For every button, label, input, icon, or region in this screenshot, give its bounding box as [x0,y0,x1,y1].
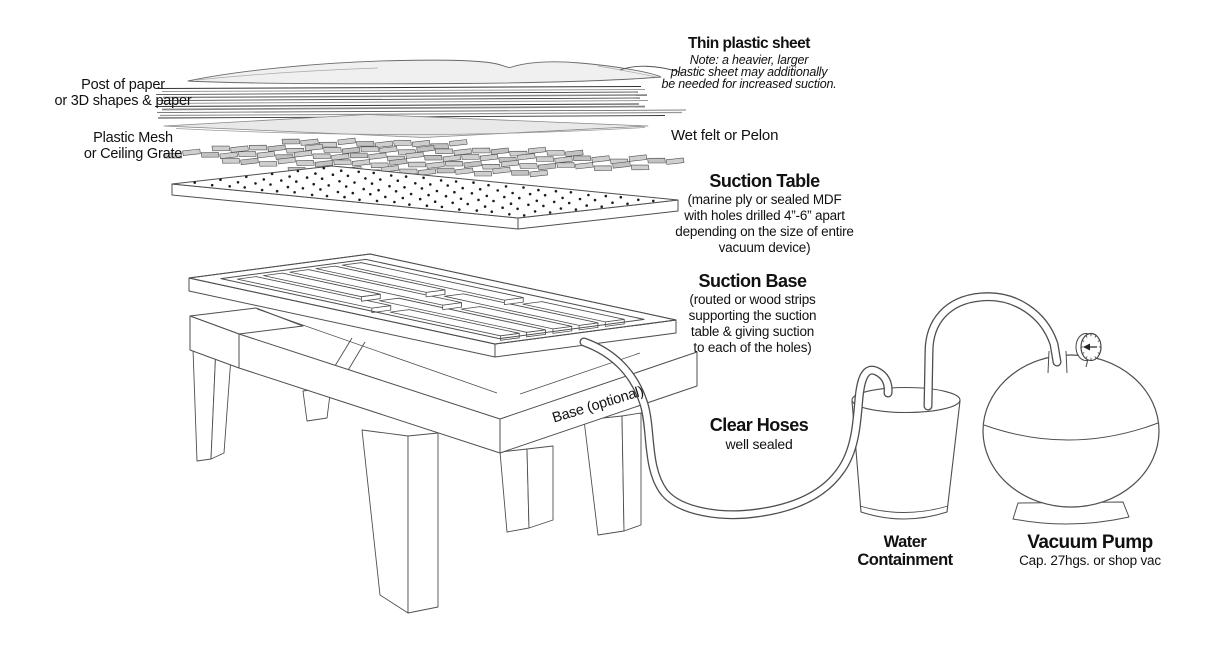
suction-base-drawing [188,253,677,358]
label-title: Suction Base [698,271,807,291]
label-title: Suction Table [709,171,820,191]
label-water-containment: Water Containment [857,533,953,569]
suction-table-drawing [171,165,679,230]
label-line: Post of paper [81,77,165,93]
label-post-of-paper: Post of paper or 3D shapes & paper [28,77,218,109]
label-title: Clear Hoses [709,415,809,435]
plastic-sheet-drawing [187,59,684,85]
vacuum-pump-drawing [982,350,1160,525]
water-bucket-drawing [851,386,961,520]
label-wet-felt: Wet felt or Pelon [671,127,779,144]
label-line: or Ceiling Grate [83,146,183,162]
wet-felt-drawing [163,114,649,138]
label-title: Thin plastic sheet [688,35,810,52]
label-suction-table: Suction Table (marine ply or sealed MDF … [642,171,887,256]
paper-stack-drawing [154,86,687,119]
base-table-drawing [189,307,698,614]
label-title: Vacuum Pump [1027,532,1153,553]
plastic-mesh-drawing [163,137,685,178]
label-line: Plastic Mesh [93,130,173,146]
label-plastic-mesh: Plastic Mesh or Ceiling Grate [38,130,228,162]
label-clear-hoses: Clear Hoses well sealed [677,415,841,453]
label-subtitle: Cap. 27hgs. or shop vac [1019,553,1161,568]
label-thin-plastic-sheet: Thin plastic sheet Note: a heavier, larg… [645,35,853,90]
label-vacuum-pump: Vacuum Pump Cap. 27hgs. or shop vac [988,532,1192,568]
pressure-gauge-icon [1075,332,1102,368]
label-desc: (marine ply or sealed MDF with holes dri… [675,192,854,255]
label-note: Note: a heavier, larger plastic sheet ma… [661,53,837,91]
label-line: or 3D shapes & paper [54,93,192,109]
label-desc: (routed or wood strips supporting the su… [688,292,817,355]
label-subtitle: well sealed [725,436,793,452]
label-suction-base: Suction Base (routed or wood strips supp… [630,271,875,356]
hose-table-to-bucket [579,337,893,520]
hose-bucket-to-pump [923,292,1062,411]
